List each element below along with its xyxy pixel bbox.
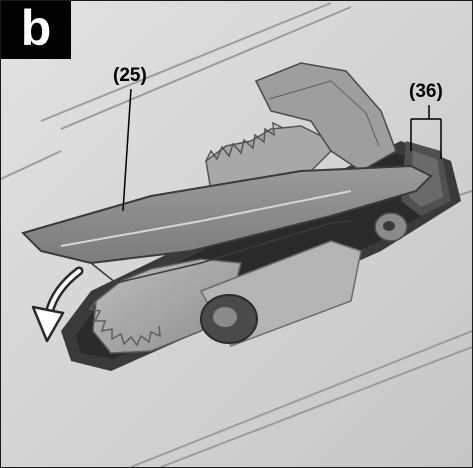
blade-guard [21,164,433,284]
riving-knife [254,62,397,172]
figure-badge: b [1,1,71,59]
callout-36-leader [410,105,442,159]
rotation-arrow-icon [31,266,84,343]
callout-25-leader [122,88,132,212]
riving-knife-contour [268,80,380,147]
callout-label-36: (36) [409,81,443,102]
callout-label-25: (25) [113,65,147,86]
arbor-housing [199,212,408,347]
